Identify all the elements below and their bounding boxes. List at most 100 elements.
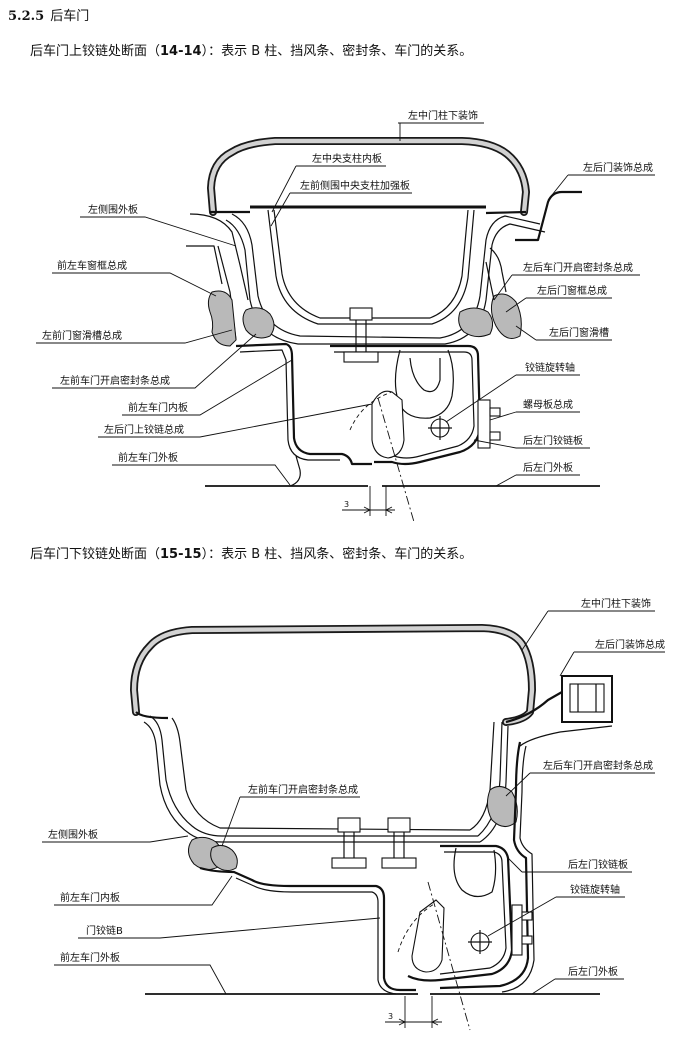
section-number: 5.2.5 — [8, 9, 45, 24]
callout-door-hinge-b: 门铰链B — [78, 917, 381, 939]
callout-rear-door-opening-seal: 左后车门开启密封条总成 — [493, 261, 640, 301]
callout-rear-door-opening-seal: 左后车门开启密封条总成 — [505, 759, 655, 797]
label-rear-door-outer-panel: 后左门外板 — [523, 461, 573, 474]
label-front-door-outer-panel: 前左车门外板 — [118, 451, 178, 464]
callout-rear-door-window-frame: 左后门窗框总成 — [505, 284, 612, 313]
rear-door-hinge-plate-shape — [330, 344, 482, 466]
rear-glass-run-seal — [490, 293, 522, 339]
callout-rear-door-glass-run: 左后门窗滑槽 — [515, 325, 612, 341]
label-front-door-glass-run: 左前门窗滑槽总成 — [42, 329, 122, 342]
label-front-door-opening-seal: 左前车门开启密封条总成 — [248, 783, 358, 796]
callout-rear-door-outer-panel: 后左门外板 — [531, 965, 624, 995]
dimension-3-upper: 3 — [342, 486, 395, 516]
section-title: 后车门 — [50, 9, 90, 24]
label-rear-door-trim-assy: 左后门装饰总成 — [595, 638, 665, 651]
lower-hinge-section-drawing: 3 左中门柱下装饰 左后门装饰总成 左后车门开启密封条总成 左前车门开启密封条总… — [42, 597, 665, 1031]
label-rear-door-opening-seal: 左后车门开启密封条总成 — [543, 759, 653, 772]
nut-plate-shape — [477, 399, 501, 449]
side-outer-panel-shape — [189, 213, 249, 301]
dimension-value: 3 — [344, 500, 349, 509]
nut-plate-shape — [511, 904, 533, 956]
hinge-bolt — [331, 817, 367, 869]
hinge-pivot-circle — [468, 930, 492, 954]
rear-door-trim-shape — [505, 675, 613, 747]
callout-hinge-pivot-axis: 铰链旋转轴 — [487, 883, 625, 937]
upper-hinge-section-drawing: 3 左中门柱下装饰 左中央支柱内板 左前侧围中央支柱加强板 左后门装饰总成 左侧… — [36, 109, 655, 523]
label-b-pillar-inner-panel: 左中央支柱内板 — [312, 152, 382, 165]
door-swing-axis-line — [427, 881, 471, 1031]
section-id: 14-14 — [160, 44, 202, 59]
hinge-bolt — [381, 817, 417, 869]
rear-door-inner-panel-shape — [439, 741, 535, 993]
callout-front-door-inner-panel: 前左车门内板 — [122, 359, 293, 416]
callout-front-door-window-frame: 前左车窗框总成 — [52, 259, 217, 297]
b-pillar-inner-panel-shape — [267, 209, 475, 325]
front-door-seal-lip — [210, 844, 238, 872]
label-rear-door-opening-seal: 左后车门开启密封条总成 — [523, 261, 633, 274]
caption-text: ）：表示 B 柱、挡风条、密封条、车门的关系。 — [201, 44, 473, 59]
front-door-inner-panel-shape — [235, 342, 372, 487]
label-front-door-outer-panel: 前左车门外板 — [60, 951, 120, 964]
callout-front-door-opening-seal: 左前车门开启密封条总成 — [221, 783, 360, 847]
rear-door-opening-seal — [458, 307, 494, 338]
b-pillar-lower-trim-shape — [207, 137, 530, 216]
label-side-outer-panel: 左侧围外板 — [88, 203, 138, 216]
figure-2-caption: 后车门下铰链处断面（15-15）：表示 B 柱、挡风条、密封条、车门的关系。 — [30, 543, 472, 562]
b-pillar-inner-structure-shape — [143, 715, 509, 843]
label-front-door-opening-seal: 左前车门开启密封条总成 — [60, 374, 170, 387]
figure-1-caption: 后车门上铰链处断面（14-14）：表示 B 柱、挡风条、密封条、车门的关系。 — [30, 40, 472, 59]
rear-door-opening-seal — [486, 786, 518, 827]
label-rear-door-trim-assy: 左后门装饰总成 — [583, 161, 653, 174]
rear-window-frame-shape — [485, 247, 507, 301]
label-rear-door-glass-run: 左后门窗滑槽 — [549, 326, 609, 339]
label-b-pillar-lower-trim: 左中门柱下装饰 — [581, 597, 651, 610]
label-rear-door-upper-hinge-assy: 左后门上铰链总成 — [104, 423, 184, 436]
callout-b-pillar-lower-trim: 左中门柱下装饰 — [398, 109, 484, 141]
caption-text: 后车门下铰链处断面（ — [30, 547, 161, 562]
callout-side-outer-panel: 左侧围外板 — [42, 828, 189, 843]
door-swing-axis-line — [377, 397, 415, 523]
dimension-3-lower: 3 — [385, 996, 442, 1028]
section-heading: 5.2.5 后车门 — [8, 5, 89, 24]
callout-side-outer-panel: 左侧围外板 — [80, 203, 237, 247]
callout-hinge-pivot-axis: 铰链旋转轴 — [445, 361, 580, 423]
callout-nut-plate-assy: 螺母板总成 — [489, 398, 580, 421]
label-rear-door-outer-panel: 后左门外板 — [568, 965, 618, 978]
callout-b-pillar-reinforcement: 左前侧围中央支柱加强板 — [270, 179, 412, 227]
callout-rear-door-trim-assy: 左后门装饰总成 — [559, 638, 665, 677]
label-side-outer-panel: 左侧围外板 — [48, 828, 98, 841]
rear-door-trim-shape — [515, 190, 582, 242]
callout-b-pillar-inner-panel: 左中央支柱内板 — [271, 152, 386, 213]
label-front-door-inner-panel: 前左车门内板 — [128, 401, 188, 414]
section-id: 15-15 — [160, 547, 202, 562]
hinge-bolt — [343, 307, 379, 363]
label-rear-door-window-frame: 左后门窗框总成 — [537, 284, 607, 297]
b-pillar-lower-trim-shape — [130, 624, 536, 726]
label-b-pillar-reinforcement: 左前侧围中央支柱加强板 — [300, 179, 410, 192]
dimension-value: 3 — [388, 1012, 393, 1021]
callout-front-door-glass-run: 左前门窗滑槽总成 — [36, 329, 233, 344]
caption-text: ）：表示 B 柱、挡风条、密封条、车门的关系。 — [201, 547, 473, 562]
callout-b-pillar-lower-trim: 左中门柱下装饰 — [521, 597, 655, 651]
callout-rear-door-hinge-plate: 后左门铰链板 — [507, 857, 632, 873]
rear-door-hinge-plate-shape — [407, 844, 514, 982]
callout-rear-door-hinge-plate: 后左门铰链板 — [473, 434, 590, 449]
callout-rear-door-trim-assy: 左后门装饰总成 — [547, 161, 655, 201]
front-glass-run-seal — [207, 290, 237, 347]
door-hinge-b-shape — [397, 899, 445, 973]
label-hinge-pivot-axis: 铰链旋转轴 — [570, 883, 620, 896]
caption-text: 后车门上铰链处断面（ — [30, 44, 161, 59]
b-pillar-reinforcement-shape — [225, 213, 546, 345]
front-door-inner-panel-shape — [199, 866, 416, 995]
label-rear-door-hinge-plate: 后左门铰链板 — [568, 858, 628, 871]
label-front-door-window-frame: 前左车窗框总成 — [57, 259, 127, 272]
callout-front-door-outer-panel: 前左车门外板 — [54, 951, 227, 995]
label-b-pillar-lower-trim: 左中门柱下装饰 — [408, 109, 478, 122]
callout-front-door-opening-seal: 左前车门开启密封条总成 — [52, 333, 257, 389]
label-nut-plate-assy: 螺母板总成 — [523, 398, 573, 411]
callout-front-door-outer-panel: 前左车门外板 — [112, 451, 291, 486]
callout-rear-door-outer-panel: 后左门外板 — [495, 461, 580, 487]
callout-front-door-inner-panel: 前左车门内板 — [54, 875, 233, 906]
label-front-door-inner-panel: 前左车门内板 — [60, 891, 120, 904]
